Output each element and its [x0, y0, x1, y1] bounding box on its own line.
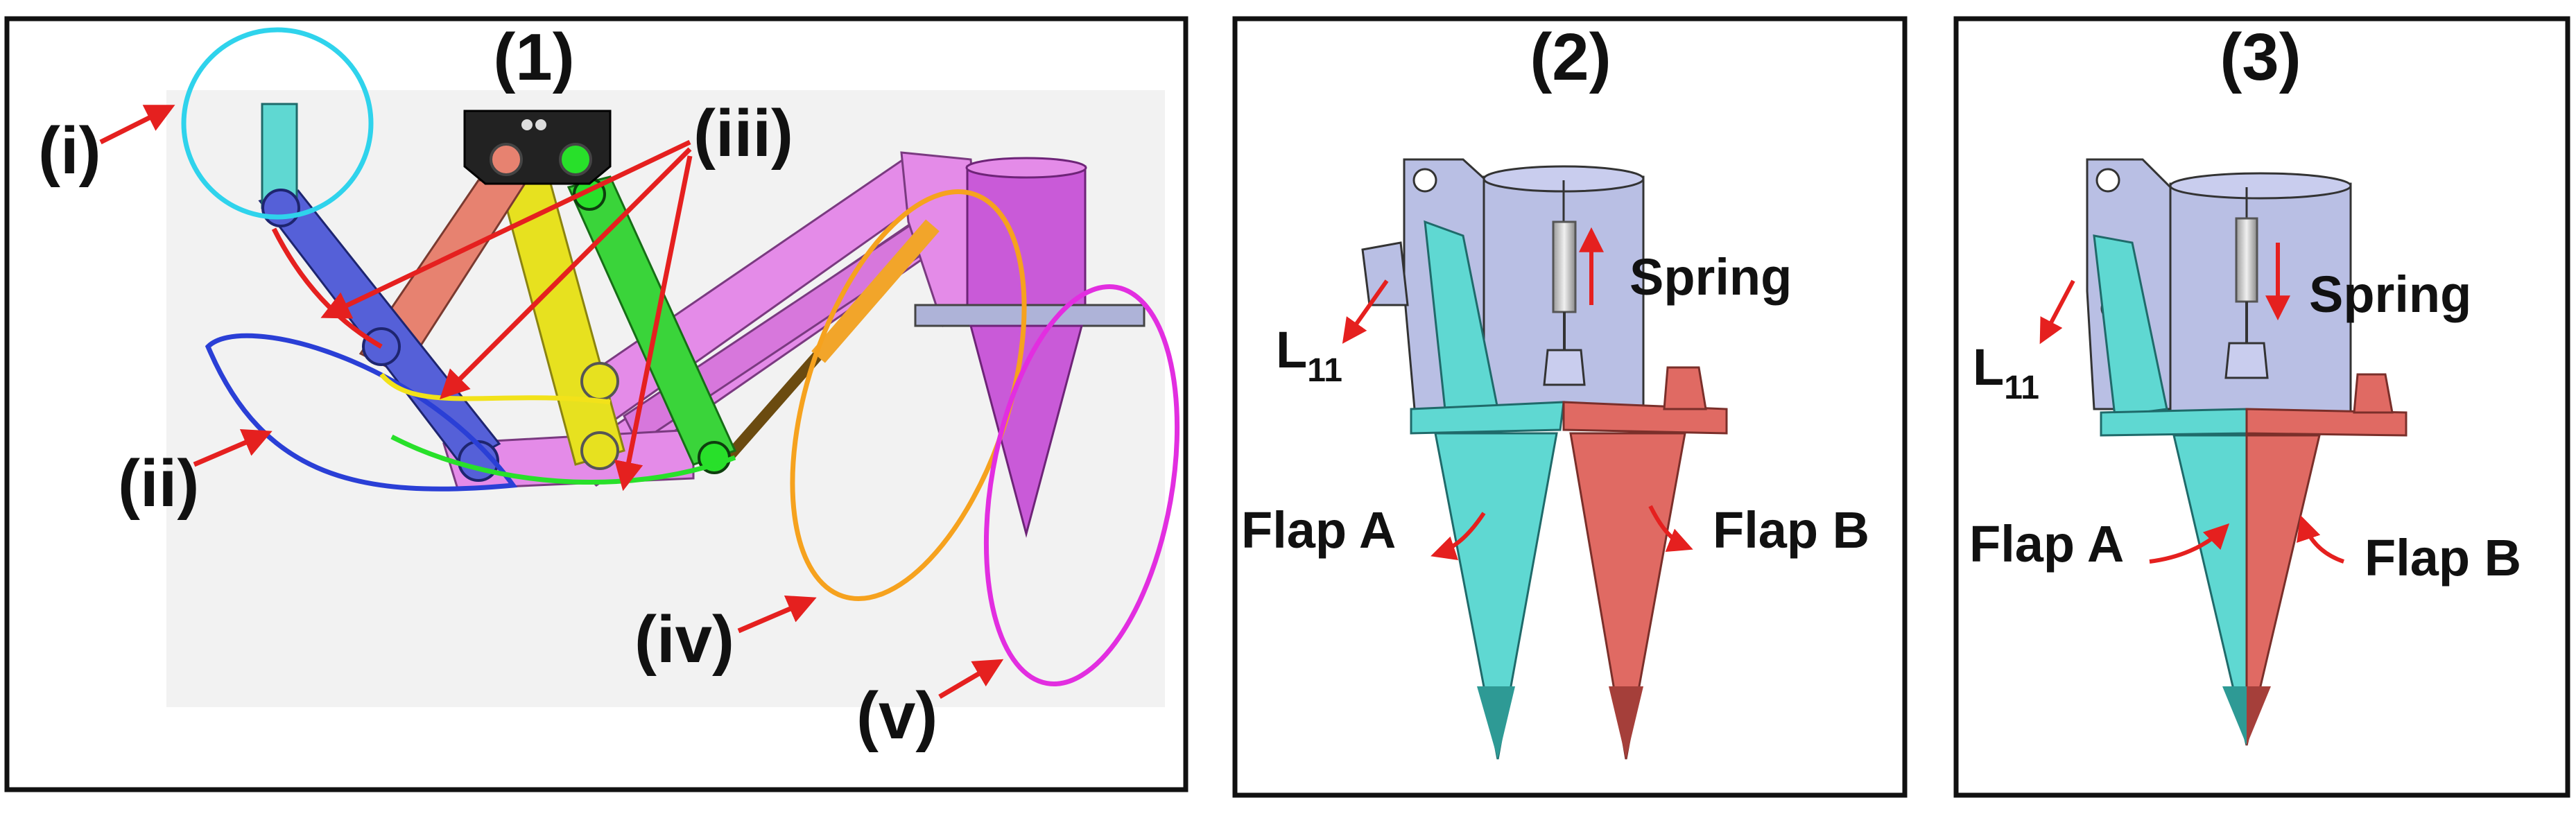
flap-b-cone	[2245, 434, 2321, 746]
panel-2-spring-label: Spring	[1630, 248, 1792, 306]
flap-a-cone	[1434, 432, 1558, 760]
spring	[1552, 220, 1577, 313]
panel-3: (3) Spring L11 Flap A Flap B	[1953, 16, 2570, 798]
spring	[2235, 217, 2258, 303]
panel-2-flap-a-label: Flap A	[1241, 501, 1396, 559]
panel-2-link-label: L11	[1276, 321, 1342, 389]
panel-3-flap-a-label: Flap A	[1969, 515, 2124, 573]
panel-3-arrows	[2039, 243, 2344, 564]
panel-3-link-label: L11	[1973, 338, 2039, 406]
callout-v-label: (v)	[856, 679, 937, 753]
green-link	[567, 175, 737, 474]
panel-2-title: (2)	[1530, 20, 1611, 94]
panel-1-arrows	[99, 105, 1004, 700]
actuator	[723, 219, 940, 462]
seed-hopper	[914, 157, 1146, 538]
panel-2-flap-b-label: Flap B	[1713, 501, 1869, 559]
planter-assembly-closed	[2086, 158, 2408, 746]
callout-i-label: (i)	[38, 114, 101, 188]
callout-outlines	[181, 27, 1180, 686]
panel-2: (2) Spring L11 Flap A Flap B	[1232, 16, 1908, 798]
panel-1-title: (1)	[493, 20, 574, 94]
callout-v-ellipse	[983, 284, 1180, 686]
callout-iii-label: (iii)	[693, 96, 793, 171]
panel-3-spring-label: Spring	[2309, 266, 2471, 323]
callout-i-circle	[181, 27, 374, 220]
callout-ii-red-curve	[271, 227, 383, 349]
panel-2-arrows	[1342, 227, 1693, 560]
callout-iv-label: (iv)	[634, 602, 734, 677]
panel-1: (1) (i) (ii) (iii) (iv) (v)	[4, 16, 1188, 792]
mounting-bracket	[463, 110, 612, 185]
panel-3-flap-b-label: Flap B	[2365, 529, 2521, 587]
callout-ii-loop	[205, 333, 518, 492]
planter-assembly-open	[1361, 158, 1728, 760]
panel-3-title: (3)	[2220, 20, 2301, 94]
callout-iii-green-curve	[390, 434, 736, 485]
callout-ii-label: (ii)	[118, 446, 199, 521]
